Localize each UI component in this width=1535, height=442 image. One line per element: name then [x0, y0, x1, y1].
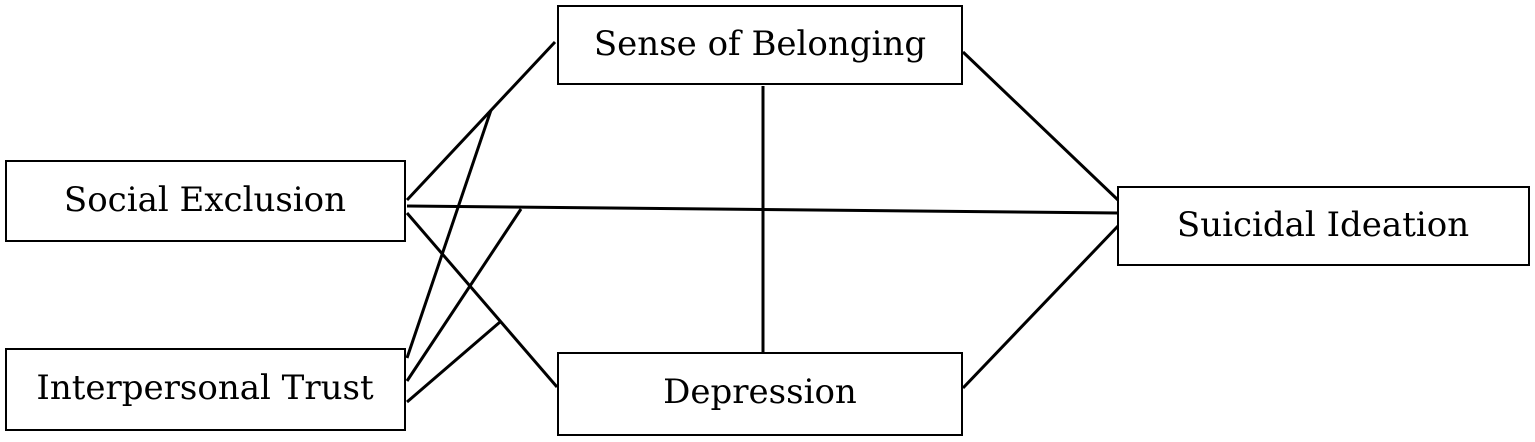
arrow-depression-to-ideation: [961, 224, 1120, 390]
node-interpersonal-trust: Interpersonal Trust: [5, 348, 406, 431]
arrow-exclusion-to-belonging: [405, 40, 557, 202]
node-social-exclusion: Social Exclusion: [5, 160, 406, 242]
arrow-trust-moderates-belonging-path: [405, 109, 493, 359]
arrow-trust-moderates-ideation-path: [405, 208, 523, 382]
arrow-trust-moderates-depression-path: [406, 320, 501, 404]
node-depression: Depression: [557, 352, 963, 436]
arrows: [405, 40, 1120, 404]
node-label: Suicidal Ideation: [1177, 205, 1469, 245]
node-label: Depression: [663, 372, 857, 412]
node-suicidal-ideation: Suicidal Ideation: [1117, 186, 1530, 266]
arrow-belonging-to-ideation: [961, 50, 1120, 202]
arrow-exclusion-to-depression: [405, 212, 559, 388]
node-label: Social Exclusion: [64, 180, 346, 220]
node-label: Sense of Belonging: [594, 24, 926, 64]
node-label: Interpersonal Trust: [36, 368, 374, 408]
node-sense-of-belonging: Sense of Belonging: [557, 5, 963, 85]
